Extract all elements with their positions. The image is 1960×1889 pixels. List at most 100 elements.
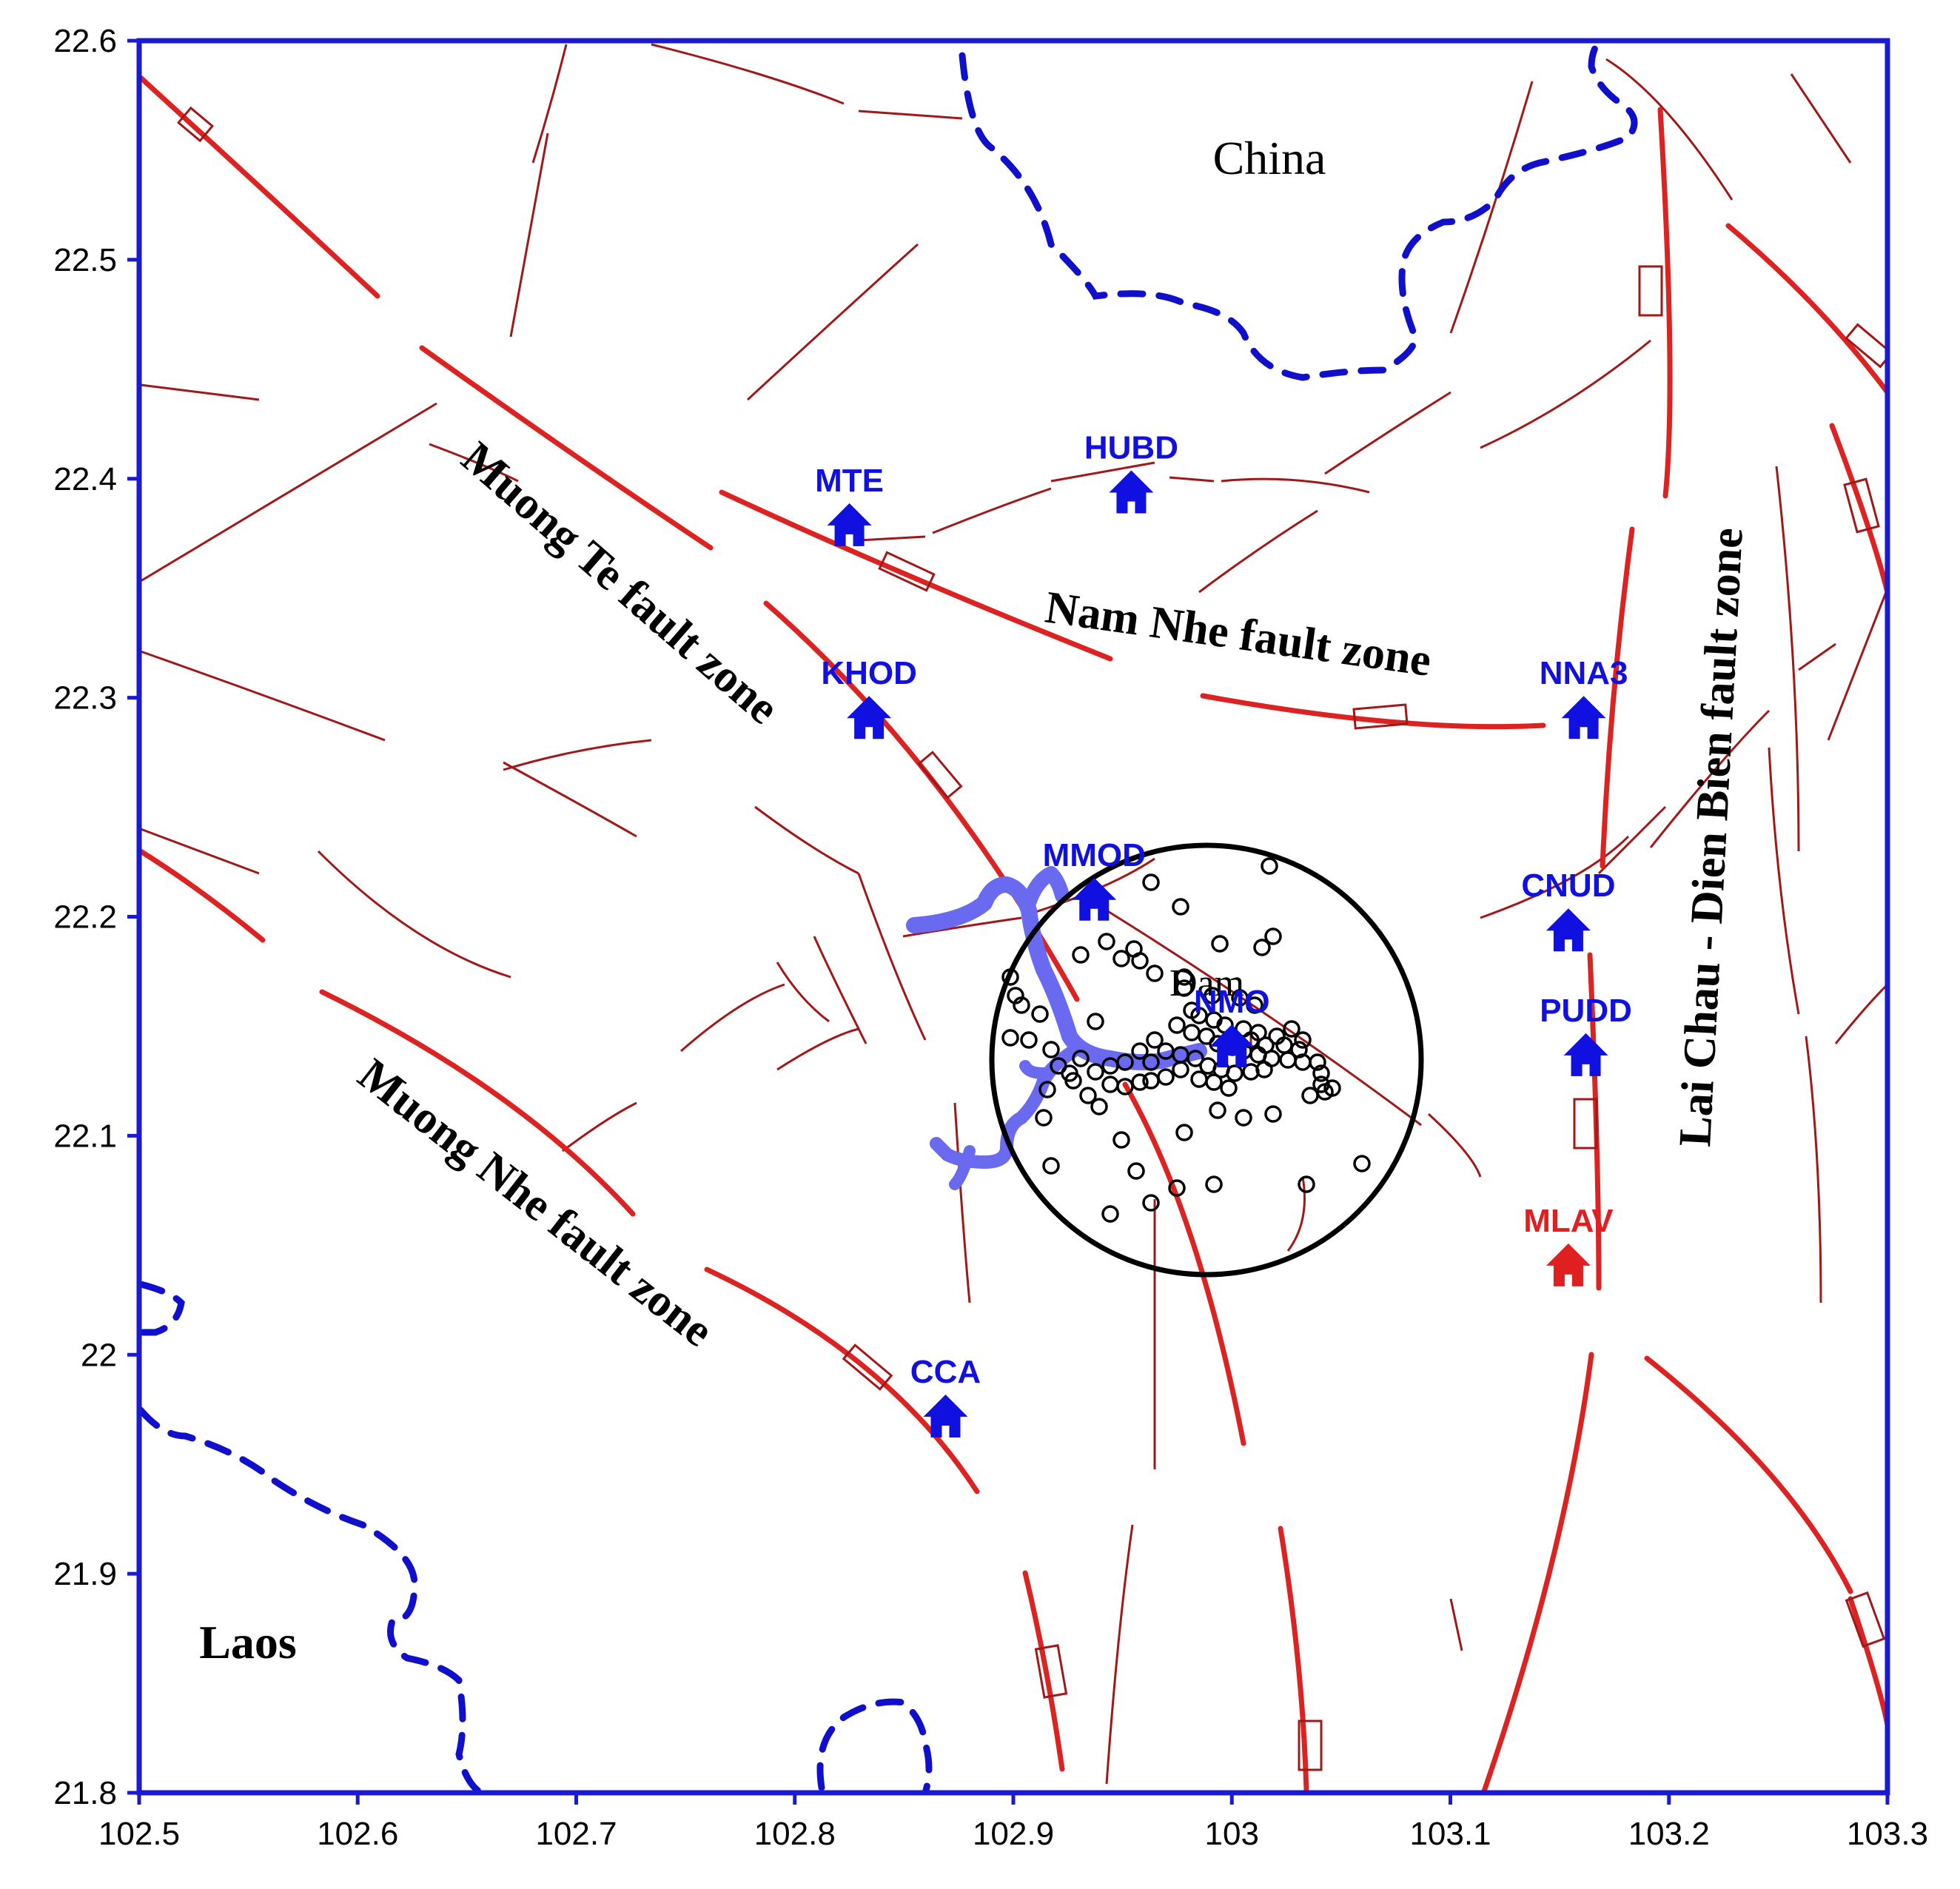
epicenter-marker [1220, 1079, 1238, 1097]
x-tick-label: 102.8 [754, 1816, 836, 1852]
fault-label-lai-chau-dien-bien: Lai Chau - Dien Bien fault zone [1670, 526, 1753, 1147]
seismic-stations [827, 470, 1608, 1438]
epicenter-marker [1253, 939, 1271, 956]
y-tick-label: 21.9 [53, 1556, 117, 1592]
epicenter-marker [1064, 1072, 1082, 1090]
epicenter-marker [1131, 1073, 1149, 1091]
epicenter-marker [1090, 1098, 1108, 1115]
minor-faults [140, 43, 1887, 1785]
y-tick-label: 21.8 [53, 1775, 117, 1811]
y-tick-label: 22 [81, 1337, 117, 1373]
epicenter-marker [1042, 1157, 1060, 1175]
station-label-nmo: NMO [1194, 984, 1270, 1020]
epicenter-marker [1172, 1061, 1189, 1078]
epicenter-marker [1205, 1175, 1223, 1193]
x-tick-label: 102.6 [317, 1816, 398, 1852]
x-tick-label: 103.1 [1409, 1816, 1491, 1852]
station-icon-khod [847, 696, 892, 739]
epicenter-marker [1146, 964, 1164, 982]
epicenter-marker [1175, 968, 1193, 986]
epicenter-marker [1001, 1029, 1019, 1047]
fault-label-nam-nhe: Nam Nhe fault zone [1042, 583, 1434, 686]
epicenter-marker [1235, 1109, 1252, 1127]
epicenter-marker [1013, 996, 1030, 1014]
epicenter-marker [1231, 989, 1249, 1007]
y-tick-label: 22.2 [53, 899, 117, 936]
epicenter-marker [1098, 933, 1115, 950]
epicenter-marker [1209, 1101, 1226, 1119]
station-icon-nmo [1209, 1024, 1255, 1068]
epicenter-marker [1112, 1131, 1130, 1149]
major-faults [139, 75, 1887, 1793]
station-icon-hubd [1109, 470, 1154, 514]
station-label-cnud: CNUD [1521, 868, 1615, 904]
station-label-hubd: HUBD [1084, 429, 1178, 466]
x-tick-label: 103 [1205, 1816, 1259, 1852]
station-label-pudd: PUDD [1540, 993, 1632, 1029]
x-tick-label: 102.5 [98, 1816, 180, 1852]
epicenter-marker [1142, 1194, 1160, 1212]
epicenter-marker [1172, 898, 1189, 916]
epicenter-marker [1204, 987, 1221, 1004]
y-tick-label: 22.6 [53, 23, 117, 59]
epicenter-marker [1183, 1024, 1201, 1041]
epicenter-marker [1168, 1016, 1186, 1034]
epicenter-marker [1087, 1063, 1104, 1081]
epicenter-marker [1264, 927, 1282, 945]
epicenter-marker [1226, 1064, 1244, 1082]
fault-label-muong-te: Muong Te fault zone [452, 432, 788, 734]
epicenter-marker [1261, 857, 1278, 875]
station-label-mte: MTE [815, 463, 884, 499]
epicenter-marker [1031, 1005, 1049, 1023]
epicenter-marker [1205, 1073, 1223, 1091]
earthquake-epicenters [1001, 857, 1371, 1223]
x-tick-label: 103.3 [1847, 1816, 1928, 1852]
epicenter-marker [1211, 935, 1229, 953]
epicenter-marker [1301, 1087, 1319, 1104]
epicenter-marker [1112, 950, 1130, 967]
study-area-circle [989, 842, 1424, 1278]
y-tick-label: 22.1 [53, 1118, 117, 1154]
epicenter-marker [1246, 996, 1263, 1014]
epicenter-marker [1072, 946, 1090, 964]
x-tick-label: 102.9 [973, 1816, 1054, 1852]
station-icon-mlav [1545, 1243, 1591, 1286]
epicenter-marker [1131, 1042, 1149, 1060]
epicenter-marker [1131, 952, 1149, 970]
fault-ticks [176, 106, 1887, 1771]
epicenter-marker [1087, 1013, 1104, 1030]
station-label-cca: CCA [910, 1354, 981, 1390]
epicenter-marker [1175, 979, 1193, 997]
dam-label: Dam [1169, 962, 1244, 1004]
station-label-khod: KHOD [821, 655, 917, 691]
station-label-mmod: MMOD [1043, 837, 1146, 873]
y-tick-label: 22.3 [53, 680, 117, 717]
fault-label-muong-nhe: Muong Nhe fault zone [349, 1049, 722, 1356]
epicenter-marker [1142, 1072, 1160, 1090]
epicenter-marker [1168, 1179, 1186, 1197]
epicenter-marker [1127, 1162, 1145, 1180]
epicenter-marker [1101, 1076, 1119, 1093]
epicenter-marker [1279, 1051, 1297, 1069]
station-icon-mmod [1072, 877, 1117, 921]
epicenter-marker [1298, 1175, 1315, 1193]
region-label-laos: Laos [199, 1616, 297, 1668]
epicenter-marker [1050, 1057, 1067, 1075]
station-label-nna3: NNA3 [1540, 655, 1628, 691]
epicenter-marker [1255, 1061, 1273, 1078]
epicenter-marker [1035, 1109, 1053, 1127]
epicenter-marker [1101, 1057, 1119, 1075]
station-label-mlav: MLAV [1523, 1203, 1614, 1239]
epicenter-marker [1116, 1078, 1134, 1096]
epicenter-marker [1190, 1070, 1208, 1088]
x-tick-label: 103.2 [1628, 1816, 1710, 1852]
station-icon-pudd [1563, 1033, 1608, 1076]
epicenter-marker [1264, 1105, 1282, 1123]
station-icon-cnud [1545, 908, 1591, 952]
epicenter-marker [1072, 1050, 1090, 1067]
epicenter-marker [1101, 1205, 1119, 1223]
y-tick-label: 22.5 [53, 242, 117, 278]
epicenter-marker [1175, 1124, 1193, 1141]
region-label-china: China [1213, 132, 1326, 184]
